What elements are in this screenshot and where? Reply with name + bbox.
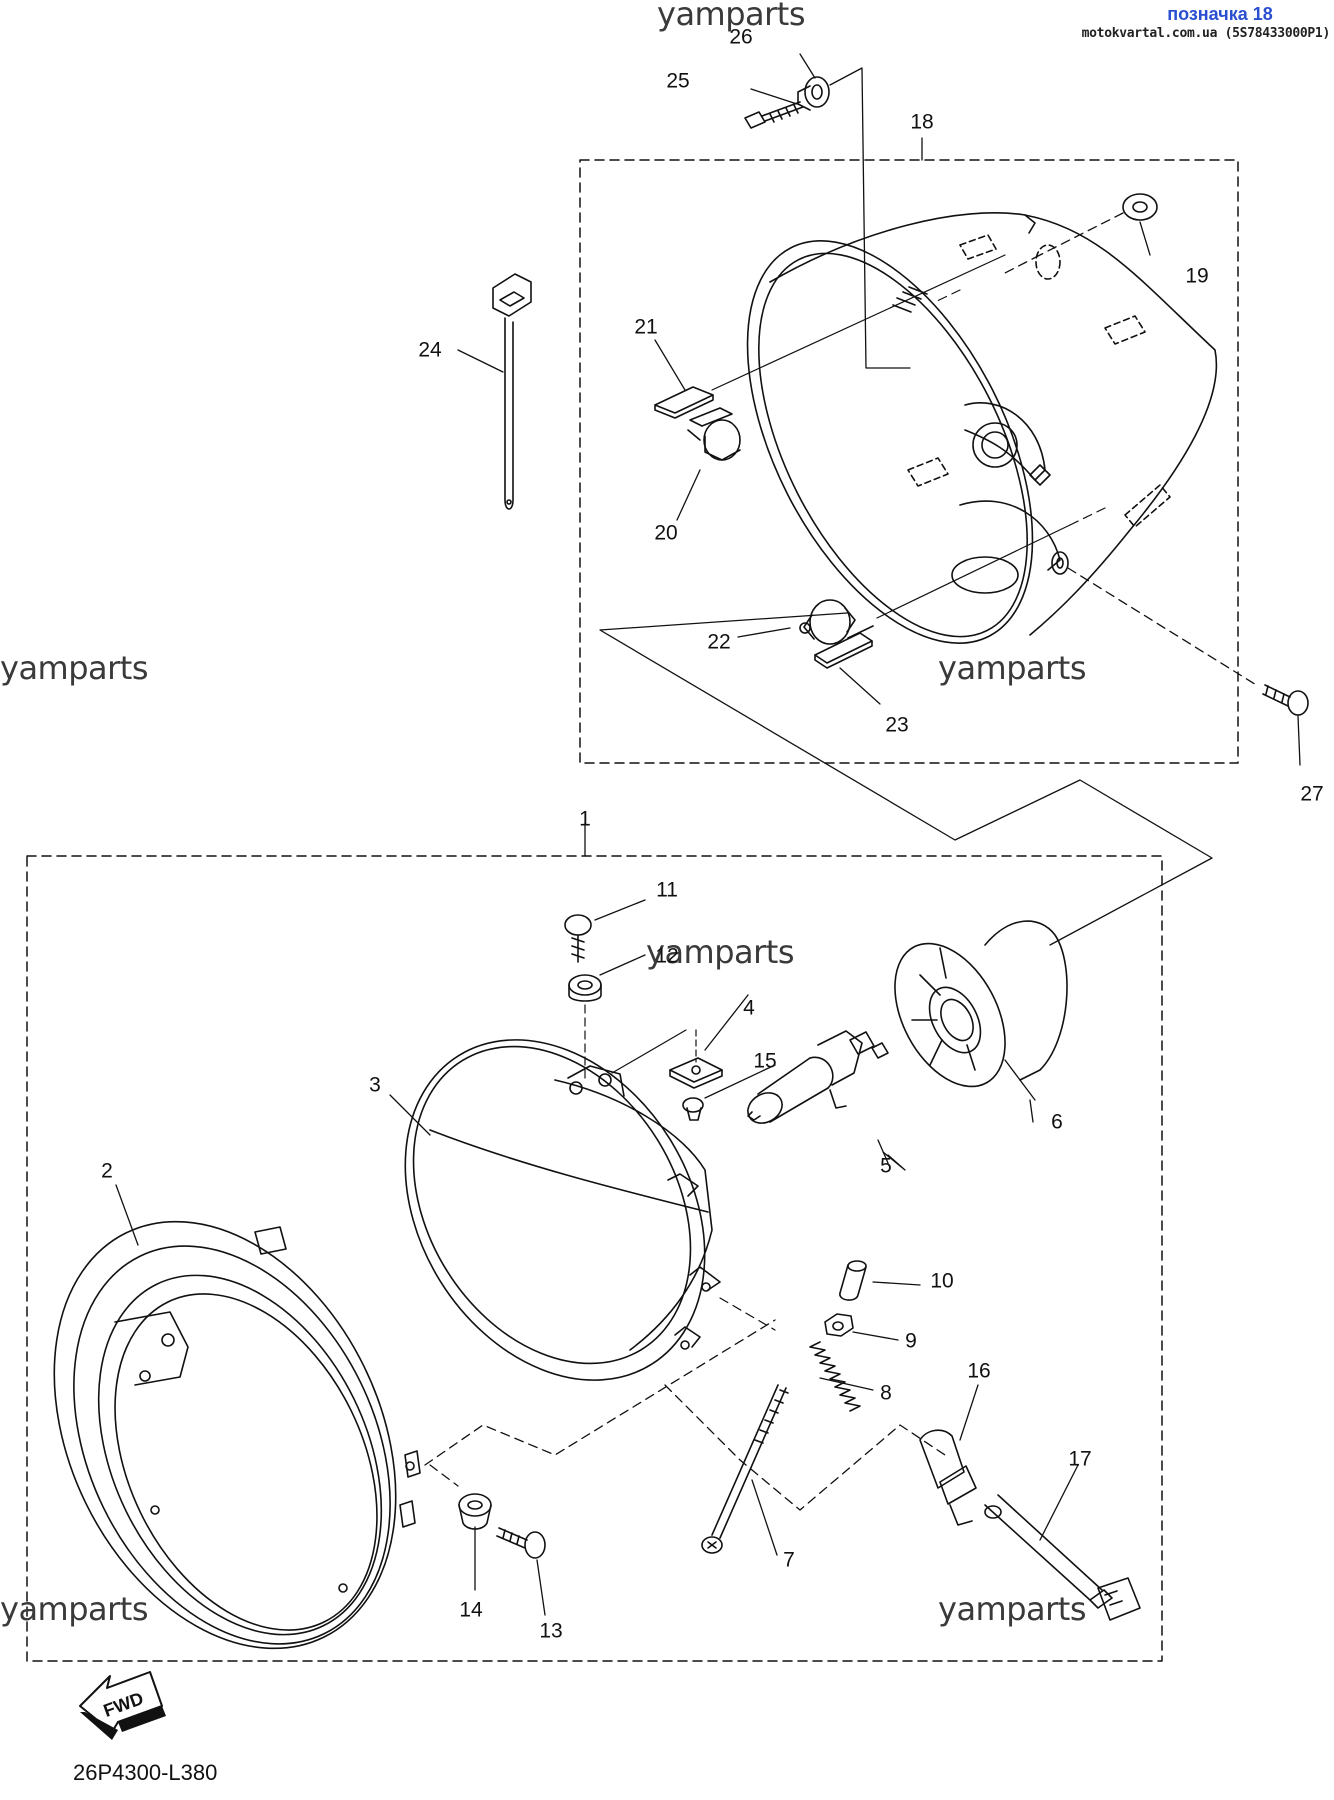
nut-9 [824, 1313, 854, 1337]
bracket-22 [799, 599, 856, 645]
callout-15: 15 [753, 1049, 777, 1073]
callout-21: 21 [634, 315, 658, 339]
callout-6: 6 [1051, 1110, 1063, 1134]
callout-13: 13 [539, 1619, 563, 1643]
callout-11: 11 [656, 878, 678, 902]
callout-12: 12 [655, 944, 679, 968]
leader-3-to-4 [611, 1029, 687, 1074]
grommet-12 [568, 974, 602, 1002]
leader-14-line [429, 1464, 459, 1487]
callout-5: 5 [880, 1154, 892, 1178]
header-source: motokvartal.com.ua (5S78433000P1) [1081, 26, 1331, 41]
cable-tie-24 [492, 273, 532, 510]
callout-16: 16 [967, 1359, 991, 1383]
group-box-18 [579, 159, 1239, 764]
leader-19 [1004, 212, 1124, 274]
leader-assembly-7-16 [664, 1384, 946, 1511]
callout-22: 22 [707, 630, 731, 654]
screw-15 [682, 1097, 704, 1121]
grommet-19 [1122, 193, 1158, 221]
pad-21 [654, 386, 714, 419]
group-box-1 [26, 855, 1163, 1662]
callout-7: 7 [783, 1548, 795, 1572]
callout-2: 2 [101, 1159, 113, 1183]
leader-1-to-2 [424, 1319, 776, 1466]
fwd-arrow-icon [79, 1671, 166, 1740]
spring-8 [809, 1341, 861, 1412]
bracket-20 [687, 407, 741, 461]
callout-4: 4 [743, 996, 755, 1020]
callout-27: 27 [1300, 782, 1324, 806]
bulb-socket-16 [919, 1429, 1002, 1526]
screw-11 [564, 914, 592, 963]
callout-10: 10 [930, 1269, 954, 1293]
header-tag: позначка 18 [1167, 4, 1273, 24]
callout-leaders [115, 53, 1301, 1616]
callout-1: 1 [579, 807, 591, 831]
callout-26: 26 [729, 25, 753, 49]
watermark-center: yamparts [646, 933, 795, 971]
diagram-code: 26P4300-L380 [73, 1760, 218, 1785]
watermark-top: yamparts [657, 0, 806, 33]
watermark-right-mid: yamparts [938, 649, 1087, 687]
rim-2 [53, 1220, 421, 1650]
headlight-housing-18 [746, 212, 1218, 644]
leader-26 [829, 67, 911, 369]
callout-19: 19 [1185, 264, 1209, 288]
callout-18: 18 [910, 110, 934, 134]
pad-23 [814, 625, 874, 669]
callout-17: 17 [1068, 1447, 1092, 1471]
callout-23: 23 [885, 713, 909, 737]
watermark-bottom-right: yamparts [938, 1590, 1087, 1628]
headlight-unit-3 [404, 1039, 721, 1381]
washer-26 [797, 76, 830, 111]
wire-17 [984, 1494, 1141, 1621]
watermark-left-mid: yamparts [0, 649, 149, 687]
bolt-25 [744, 101, 804, 129]
watermark-bottom-left: yamparts [0, 1590, 149, 1628]
callout-14: 14 [459, 1598, 483, 1622]
leader-27 [1067, 567, 1259, 687]
callout-25: 25 [666, 69, 690, 93]
screw-13 [496, 1527, 546, 1559]
callout-9: 9 [905, 1329, 917, 1353]
callout-20: 20 [654, 521, 678, 545]
grommet-14 [458, 1493, 492, 1530]
assembly-leader-18-1 [599, 612, 1213, 946]
callout-8: 8 [880, 1381, 892, 1405]
screw-27 [1262, 684, 1309, 716]
plate-4 [669, 1057, 723, 1089]
screw-7 [701, 1384, 789, 1554]
callout-3: 3 [369, 1073, 381, 1097]
bulb-5 [747, 1030, 889, 1124]
callout-24: 24 [418, 338, 442, 362]
tube-10 [839, 1260, 867, 1301]
bulb-cap-6 [894, 920, 1068, 1088]
